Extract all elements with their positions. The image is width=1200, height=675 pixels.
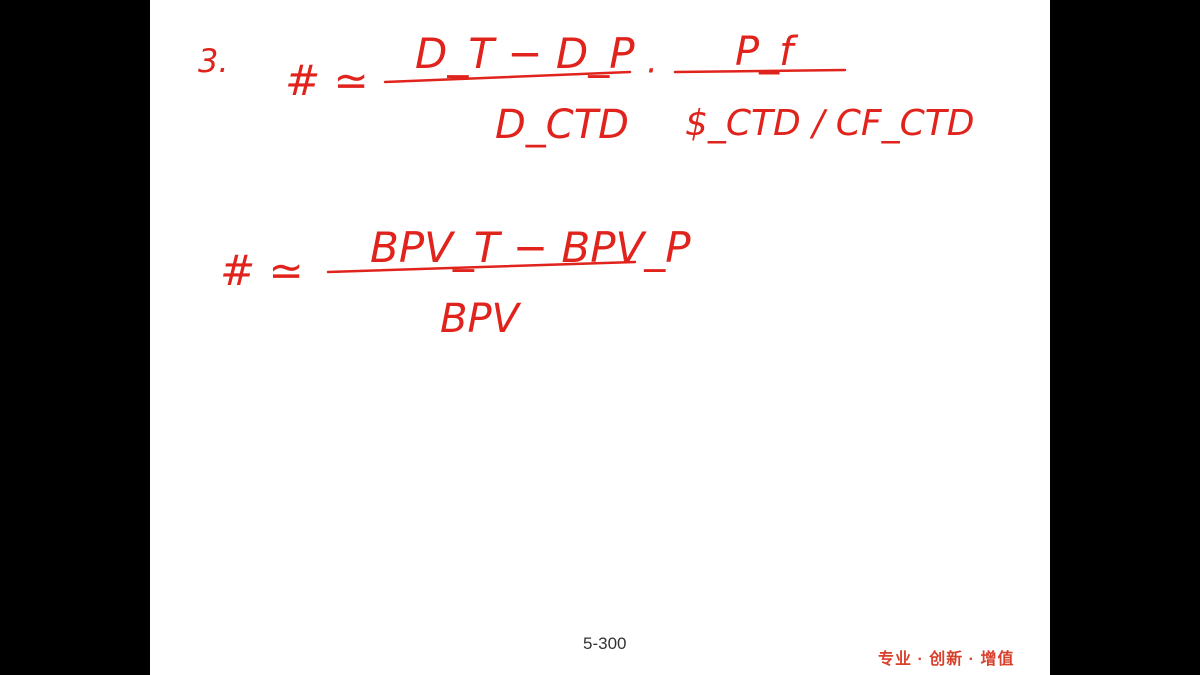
formula1-denominator2: $_CTD / CF_CTD <box>685 103 974 144</box>
formula2-numerator: BPV_T − BPV_P <box>370 223 691 272</box>
formula2-denominator: BPV <box>440 296 522 342</box>
formula1-denominator: D_CTD <box>495 102 629 148</box>
formula1-dot: · <box>645 51 656 91</box>
formula1-numerator: D_T − D_P <box>415 29 635 78</box>
brand-slogan: 专业 · 创新 · 增值 <box>878 651 1015 668</box>
formula1-numerator2: P_f <box>735 29 799 75</box>
page-number: 5-300 <box>583 634 627 653</box>
formula2-fraction-line <box>326 260 637 274</box>
formula1-fraction-line2 <box>673 68 847 74</box>
formula1-fraction-line <box>383 70 632 84</box>
slide: 3. # ≃ D_T − D_P D_CTD · P_f $_CTD / CF_… <box>150 0 1050 675</box>
formula1-lhs: # ≃ <box>285 56 369 105</box>
formula2-lhs: # ≃ <box>220 246 304 295</box>
handwritten-annotations: 3. # ≃ D_T − D_P D_CTD · P_f $_CTD / CF_… <box>198 29 974 342</box>
item-number: 3. <box>198 42 229 80</box>
